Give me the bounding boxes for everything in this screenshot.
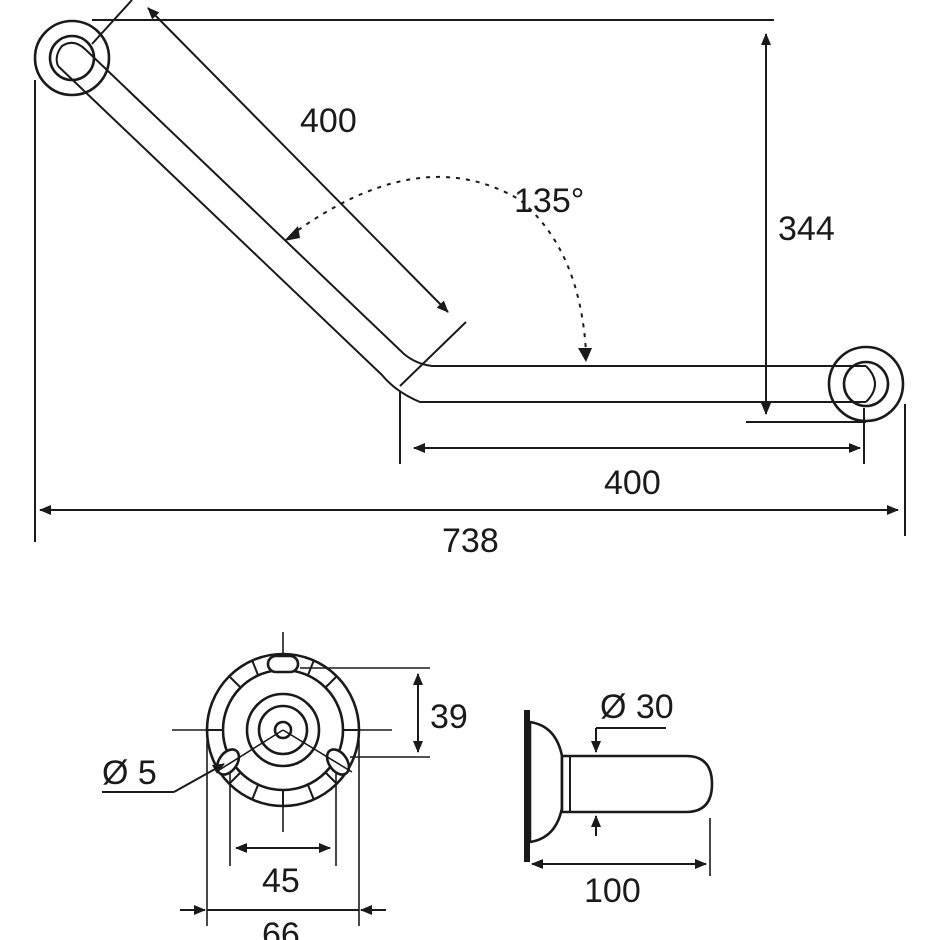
- grab-bar-tube: [57, 49, 866, 403]
- grab-bar-view: 400 135° 344 400 738: [33, 0, 906, 560]
- overall-width-label: 738: [442, 522, 499, 560]
- flange-width-dimension: 66: [180, 740, 386, 940]
- horizontal-leg-label: 400: [604, 464, 661, 502]
- angled-leg-dimension: 400: [91, 0, 467, 387]
- projection-dimension: 100: [531, 818, 711, 910]
- flange-side-view: Ø 30 100: [524, 688, 714, 910]
- hole-spacing-dimension: 45: [229, 772, 337, 900]
- screw-hole-label: Ø 5: [102, 754, 157, 792]
- tube-diameter-label: Ø 30: [600, 688, 674, 726]
- hole-offset-label: 39: [430, 698, 468, 736]
- left-wall-flange: [33, 19, 111, 97]
- projection-label: 100: [584, 872, 641, 910]
- tube-diameter-dimension: Ø 30: [584, 688, 674, 836]
- flange-front-view: 39 Ø 5 45 66: [102, 632, 468, 940]
- flange-width-label: 66: [262, 916, 300, 940]
- angled-leg-label: 400: [300, 102, 357, 140]
- hole-spacing-label: 45: [262, 862, 300, 900]
- right-wall-flange: [827, 345, 905, 423]
- rise-label: 344: [778, 210, 835, 248]
- rise-dimension: 344: [92, 19, 866, 423]
- overall-width-dimension: 738: [34, 80, 906, 560]
- angle-dimension: 135°: [284, 176, 592, 362]
- hole-offset-dimension: 39: [300, 667, 468, 758]
- screw-hole-dimension: Ø 5: [102, 754, 225, 793]
- angle-label: 135°: [514, 182, 584, 220]
- horizontal-leg-dimension: 400: [399, 392, 865, 502]
